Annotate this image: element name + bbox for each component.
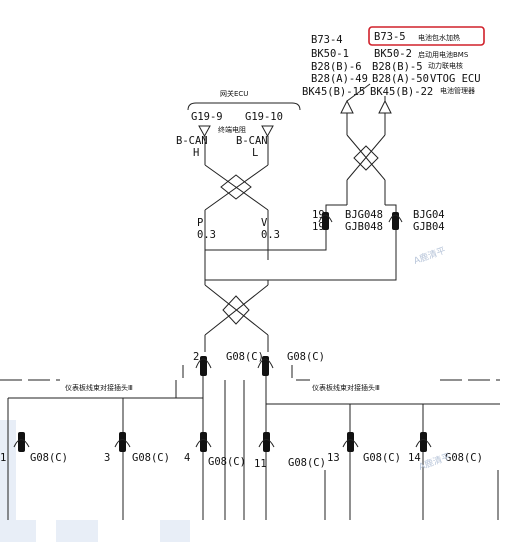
right-can-label: B-CAN: [236, 135, 268, 147]
bjg-connectors: 19 19 BJG048 GJB048 BJG04 GJB04: [312, 209, 445, 233]
connector-name-c: BJG04: [413, 209, 445, 221]
ecu-wires: [204, 136, 269, 260]
bottom-name: G08(C): [208, 456, 246, 468]
module-left-pin: BK50-1: [311, 48, 349, 60]
module-note: VTOG ECU: [430, 73, 481, 85]
module-left-pin: B73-4: [311, 34, 343, 46]
bottom-pin: 3: [104, 452, 110, 464]
middle-pin-2: 2: [193, 351, 199, 363]
bottom-name: G08(C): [30, 452, 68, 464]
module-left-pin: B28(A)-49: [311, 73, 368, 85]
bottom-pin: 13: [327, 452, 340, 464]
connector-name-d: GJB04: [413, 221, 445, 233]
bus-label-right: 仪表板线束对接插头Ⅲ: [312, 383, 380, 392]
left-can-label: B-CAN: [176, 135, 208, 147]
bottom-name: G08(C): [445, 452, 483, 464]
module-right-pin: B28(B)-5: [372, 61, 423, 73]
left-pin-triangle: [198, 125, 211, 138]
middle-left-block: [200, 356, 207, 376]
ecu-right-pin: G19-10: [245, 111, 283, 123]
module-left-pin: BK45(B)-15: [302, 86, 365, 98]
wire-v-label: V: [261, 217, 268, 229]
arrow-left-triangle: [340, 99, 354, 114]
middle-right-name: G08(C): [287, 351, 325, 363]
terminal-note: 终端电阻: [218, 125, 246, 134]
connector-right-block: [392, 212, 399, 230]
connector-left-block: [322, 212, 329, 230]
bus-lines: [0, 365, 500, 520]
module-right-pin: BK50-2: [374, 48, 412, 60]
module-right-pin: BK45(B)-22: [370, 86, 433, 98]
bottom-pin: 14: [408, 452, 421, 464]
bottom-pin: 11: [254, 458, 267, 470]
bottom-pin: 1: [0, 452, 6, 464]
watermark-text: A鹿清平: [412, 244, 447, 267]
ecu-left-pin: G19-9: [191, 111, 223, 123]
module-note: 电池包水加热: [418, 33, 460, 42]
highlight-box: [368, 26, 485, 46]
middle-right-block: [262, 356, 269, 376]
module-note: 启动用电池BMS: [418, 50, 469, 59]
middle-left-name: G08(C): [226, 351, 264, 363]
watermark-text: A鹿清平: [417, 450, 452, 473]
bottom-name: G08(C): [288, 457, 326, 469]
ecu-group: 网关ECU G19-9 G19-10 终端电阻 B-CAN B-CAN H L: [176, 89, 301, 159]
bottom-pin: 4: [184, 452, 190, 464]
module-right-pin: B28(A)-50: [372, 73, 429, 85]
module-wires: [340, 83, 392, 205]
module-note: 电池管理器: [440, 86, 475, 95]
module-left-pin: B28(B)-6: [311, 61, 362, 73]
watermark-blocks: [0, 420, 190, 542]
module-note: 动力联电核: [428, 61, 463, 70]
wire-p-size: 0.3: [197, 229, 216, 241]
connector-name-a: BJG048: [345, 209, 383, 221]
right-pin-triangle: [261, 125, 274, 138]
bus-label-left: 仪表板线束对接插头Ⅲ: [65, 383, 133, 392]
wire-v-size: 0.3: [261, 229, 280, 241]
ecu-bracket: [187, 102, 301, 111]
arrow-right-triangle: [378, 99, 392, 114]
left-level-label: H: [193, 147, 199, 159]
ecu-title: 网关ECU: [220, 89, 248, 98]
bottom-name: G08(C): [363, 452, 401, 464]
middle-wires: [204, 204, 397, 352]
right-level-label: L: [252, 147, 258, 159]
bottom-name: G08(C): [132, 452, 170, 464]
wire-p-label: P: [197, 217, 203, 229]
middle-connectors: 2 G08(C) G08(C): [193, 351, 325, 376]
connector-name-b: GJB048: [345, 221, 383, 233]
module-right-pin: B73-5: [374, 31, 406, 43]
pin-19-b: 19: [312, 221, 325, 233]
module-list: B73-4 B73-5 电池包水加热 BK50-1 BK50-2 启动用电池BM…: [302, 26, 485, 98]
bottom-connectors: 1 G08(C) 3 G08(C) 4 G08(C) 11 G08(C) 13 …: [0, 432, 483, 470]
